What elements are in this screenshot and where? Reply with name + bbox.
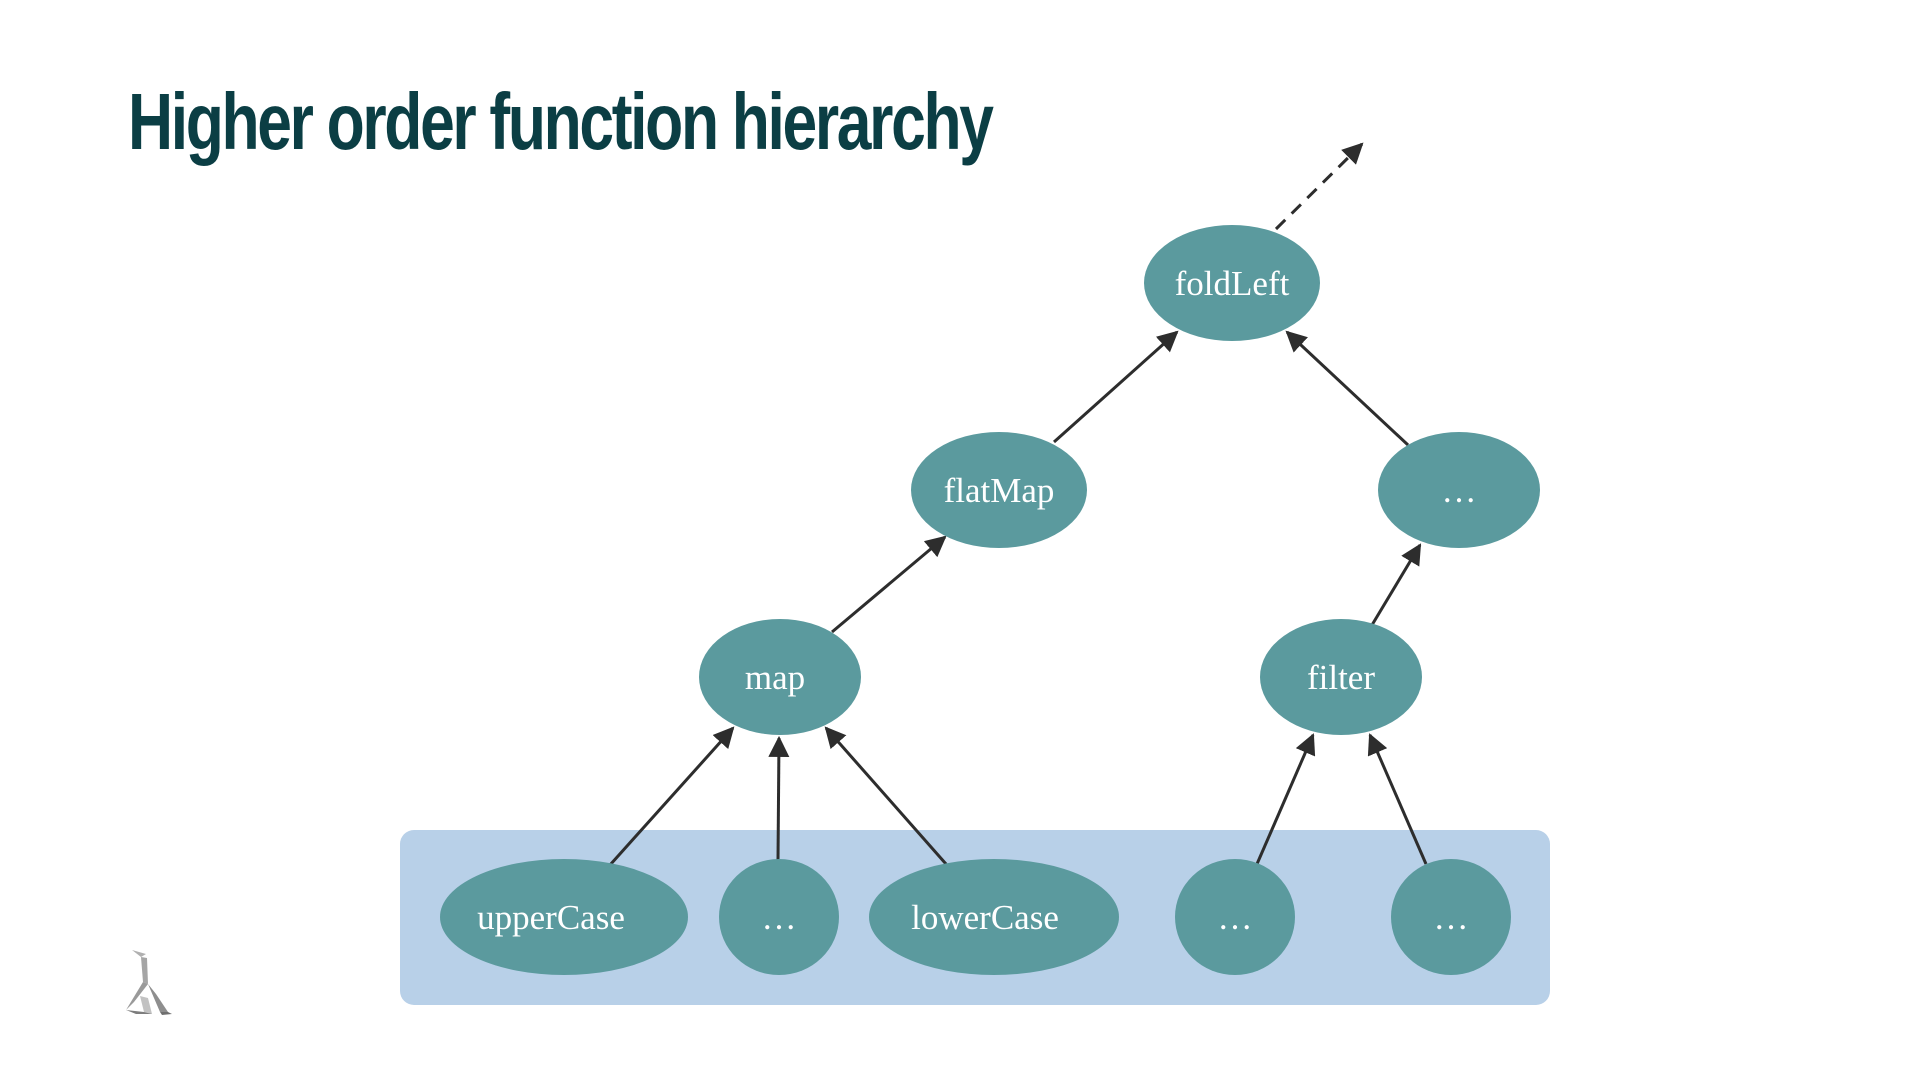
node-ellipsis-filter-2-label: … — [1434, 898, 1469, 937]
node-uppercase-label: upperCase — [477, 898, 625, 937]
node-filter: filter — [1260, 619, 1422, 735]
edge-lowercase-to-map — [824, 726, 948, 865]
node-foldleft-label: foldLeft — [1175, 264, 1290, 303]
node-ellipsis-filter-2: … — [1391, 859, 1511, 975]
node-uppercase: upperCase — [440, 859, 688, 975]
edge-flatmap-to-foldleft — [1053, 330, 1179, 444]
node-ellipsis-right: … — [1378, 432, 1540, 548]
node-map: map — [699, 619, 861, 735]
node-map-label: map — [745, 658, 805, 697]
edge-ellipsis-to-map — [768, 735, 790, 861]
slide-title: Higher order function hierarchy — [128, 77, 994, 166]
node-flatmap-label: flatMap — [944, 471, 1055, 510]
edge-foldleft-dashed-upward — [1274, 142, 1364, 231]
lambda-bird-logo-icon — [126, 950, 172, 1015]
node-ellipsis-filter-1-label: … — [1218, 898, 1253, 937]
node-lowercase-label: lowerCase — [911, 898, 1059, 937]
node-lowercase: lowerCase — [869, 859, 1119, 975]
edges — [608, 142, 1428, 867]
node-flatmap: flatMap — [911, 432, 1087, 548]
edge-filter-to-ellipsis — [1370, 543, 1422, 626]
node-foldleft: foldLeft — [1144, 225, 1320, 341]
edge-ellipsis-to-filter-2 — [1367, 733, 1428, 865]
node-ellipsis-map: … — [719, 859, 839, 975]
node-ellipsis-filter-1: … — [1175, 859, 1295, 975]
nodes: foldLeft flatMap … map filter upperCase — [440, 225, 1540, 975]
edge-ellipsis-to-foldleft — [1285, 330, 1410, 447]
edge-uppercase-to-map — [608, 726, 735, 867]
node-ellipsis-right-label: … — [1442, 471, 1477, 510]
edge-ellipsis-to-filter-1 — [1255, 733, 1316, 865]
node-ellipsis-map-label: … — [762, 898, 797, 937]
edge-map-to-flatmap — [831, 535, 947, 634]
node-filter-label: filter — [1307, 658, 1375, 697]
